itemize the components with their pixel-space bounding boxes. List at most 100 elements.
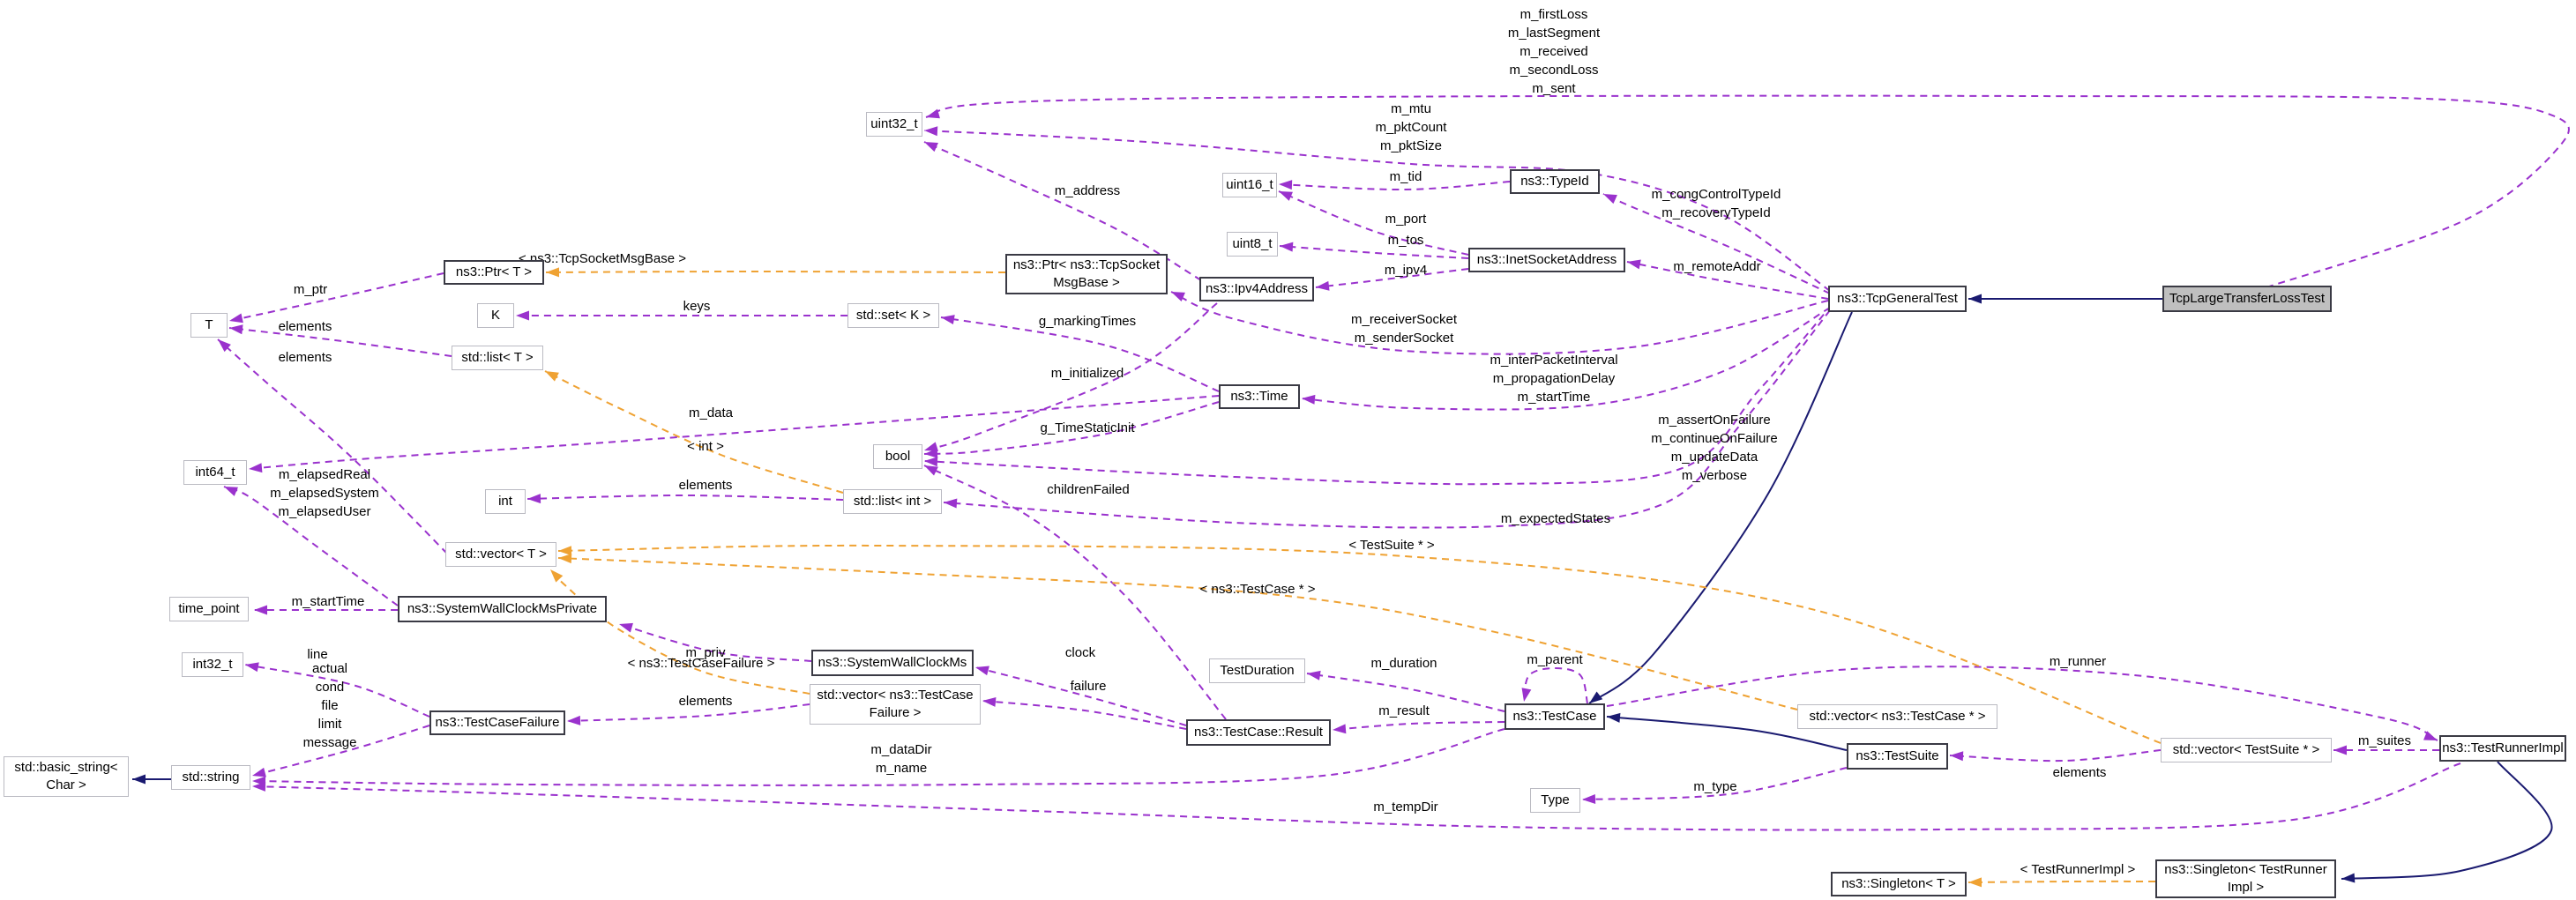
- node-vector-testcase-ptr[interactable]: std::vector< ns3::TestCase * >: [1797, 704, 1997, 729]
- node-testcase-result[interactable]: ns3::TestCase::Result: [1186, 719, 1331, 746]
- edge-clock: [974, 666, 1187, 726]
- arrowhead-m-port: [1279, 191, 1293, 201]
- arrowhead-m-firstloss: [926, 108, 940, 119]
- arrowhead-m-tos: [1280, 242, 1294, 252]
- arrowhead-tmpl-vector-testcasefailure: [550, 569, 564, 583]
- node-test-duration[interactable]: TestDuration: [1209, 658, 1305, 683]
- edge-m-congcontroltypeid: [1602, 193, 1831, 294]
- arrowhead-m-duration: [1307, 670, 1321, 681]
- edge-m-datadir: [251, 728, 1505, 786]
- node-tcp-general-test[interactable]: ns3::TcpGeneralTest: [1828, 286, 1967, 312]
- arrowhead-m-tid: [1279, 180, 1293, 190]
- arrowhead-m-tempdir: [252, 781, 266, 792]
- node-list-t[interactable]: std::list< T >: [452, 346, 543, 370]
- edge-elements-vectcf: [566, 703, 810, 722]
- node-string[interactable]: std::string: [171, 765, 250, 790]
- arrowhead-clock: [975, 666, 989, 676]
- node-time[interactable]: ns3::Time: [1219, 384, 1300, 409]
- edge-m-firstloss: [925, 94, 2570, 288]
- arrowhead-tmpl-singleton: [1968, 877, 1982, 888]
- arrowhead-elements-vectcf: [567, 715, 581, 725]
- node-k[interactable]: K: [477, 303, 514, 328]
- arrowhead-m-address: [924, 142, 938, 152]
- arrowhead-m-remoteaddr: [1627, 259, 1641, 270]
- node-test-runner-impl[interactable]: ns3::TestRunnerImpl: [2439, 735, 2566, 762]
- node-singleton-t[interactable]: ns3::Singleton< T >: [1831, 872, 1967, 896]
- edge-m-type: [1581, 767, 1848, 800]
- arrowhead-inherit-target: [1968, 294, 1982, 304]
- node-uint8-t[interactable]: uint8_t: [1227, 232, 1278, 257]
- node-int32-t[interactable]: int32_t: [182, 652, 243, 677]
- node-ptr-t[interactable]: ns3::Ptr< T >: [444, 260, 544, 285]
- arrowhead-inherit-tcpgeneraltest: [1589, 691, 1603, 703]
- edge-m-assertonfailure: [923, 304, 1833, 486]
- edge-m-receiversocket: [1170, 291, 1829, 355]
- node-bool[interactable]: bool: [873, 444, 922, 469]
- node-test-case[interactable]: ns3::TestCase: [1505, 703, 1605, 730]
- arrowhead-inherit-testrunnerimpl: [2341, 873, 2356, 883]
- edge-elements-vector-t: [217, 338, 448, 554]
- edge-inherit-testsuite: [1606, 716, 1848, 751]
- arrowhead-tmpl-vector-testsuite: [558, 546, 572, 556]
- node-int64-t[interactable]: int64_t: [183, 460, 247, 485]
- arrowhead-tmpl-vector-testcase: [558, 554, 572, 564]
- node-test-case-failure[interactable]: ns3::TestCaseFailure: [429, 710, 565, 735]
- arrowhead-keys: [516, 310, 529, 321]
- edge-tmpl-list-int: [544, 370, 844, 494]
- arrowhead-elements-list-int: [527, 494, 541, 504]
- arrowhead-m-runner: [2423, 731, 2438, 740]
- edge-failure: [982, 700, 1187, 730]
- node-t[interactable]: T: [190, 313, 228, 338]
- edge-tmpl-singleton: [1967, 880, 2156, 883]
- arrowhead-m-ptr: [229, 313, 243, 324]
- arrowhead-elements-vects: [1950, 751, 1964, 762]
- arrowhead-m-result: [1333, 724, 1347, 734]
- node-tcp-large-transfer-loss-test[interactable]: TcpLargeTransferLossTest: [2162, 286, 2332, 312]
- edge-g-timestaticinit: [923, 401, 1220, 455]
- edge-m-runner: [1606, 666, 2438, 741]
- node-typeid[interactable]: ns3::TypeId: [1510, 169, 1600, 194]
- arrowhead-g-timestaticinit: [924, 448, 938, 458]
- arrowhead-failure: [982, 696, 997, 707]
- node-uint16-t[interactable]: uint16_t: [1222, 173, 1277, 197]
- node-test-suite[interactable]: ns3::TestSuite: [1847, 743, 1948, 770]
- edge-m-result: [1332, 721, 1505, 731]
- edge-m-remoteaddr: [1626, 261, 1829, 300]
- arrowhead-childrenfailed: [924, 465, 938, 476]
- edge-m-duration: [1306, 673, 1505, 712]
- edge-elements-vects: [1949, 749, 2162, 762]
- node-type[interactable]: Type: [1530, 788, 1580, 813]
- edge-tmpl-vector-testcasefailure: [549, 569, 810, 695]
- arrowhead-m-ipv4: [1316, 280, 1330, 291]
- node-list-int[interactable]: std::list< int >: [843, 489, 942, 514]
- node-system-wall-clock-ms-private[interactable]: ns3::SystemWallClockMsPrivate: [398, 596, 607, 622]
- node-vector-testsuite-ptr[interactable]: std::vector< TestSuite * >: [2161, 738, 2332, 762]
- edge-tmpl-vector-testcase: [557, 557, 1798, 710]
- node-int[interactable]: int: [485, 489, 526, 514]
- arrowhead-tmpl-list-int: [545, 371, 559, 382]
- edge-inherit-tcpgeneraltest: [1588, 311, 1853, 704]
- edge-m-interpacketinterval: [1301, 307, 1831, 411]
- edge-tmpl-ptr: [545, 270, 1006, 273]
- arrowhead-m-congcontroltypeid: [1603, 194, 1617, 205]
- arrowhead-m-priv: [619, 622, 633, 633]
- node-system-wall-clock-ms[interactable]: ns3::SystemWallClockMs: [811, 650, 974, 676]
- node-inet-socket-address[interactable]: ns3::InetSocketAddress: [1468, 248, 1625, 272]
- node-set-k[interactable]: std::set< K >: [847, 303, 939, 328]
- node-ipv4-address[interactable]: ns3::Ipv4Address: [1199, 277, 1314, 301]
- node-uint32-t[interactable]: uint32_t: [866, 112, 922, 137]
- node-time-point[interactable]: time_point: [169, 597, 249, 621]
- arrowhead-m-type: [1582, 793, 1596, 804]
- node-vector-t[interactable]: std::vector< T >: [445, 542, 556, 567]
- arrowhead-line: [245, 662, 259, 673]
- edge-m-tid: [1278, 181, 1511, 191]
- node-basic-string[interactable]: std::basic_string<Char >: [4, 756, 129, 797]
- arrowhead-m-mtu: [924, 126, 938, 137]
- edge-m-priv: [618, 623, 812, 662]
- edge-m-tempdir: [251, 762, 2461, 831]
